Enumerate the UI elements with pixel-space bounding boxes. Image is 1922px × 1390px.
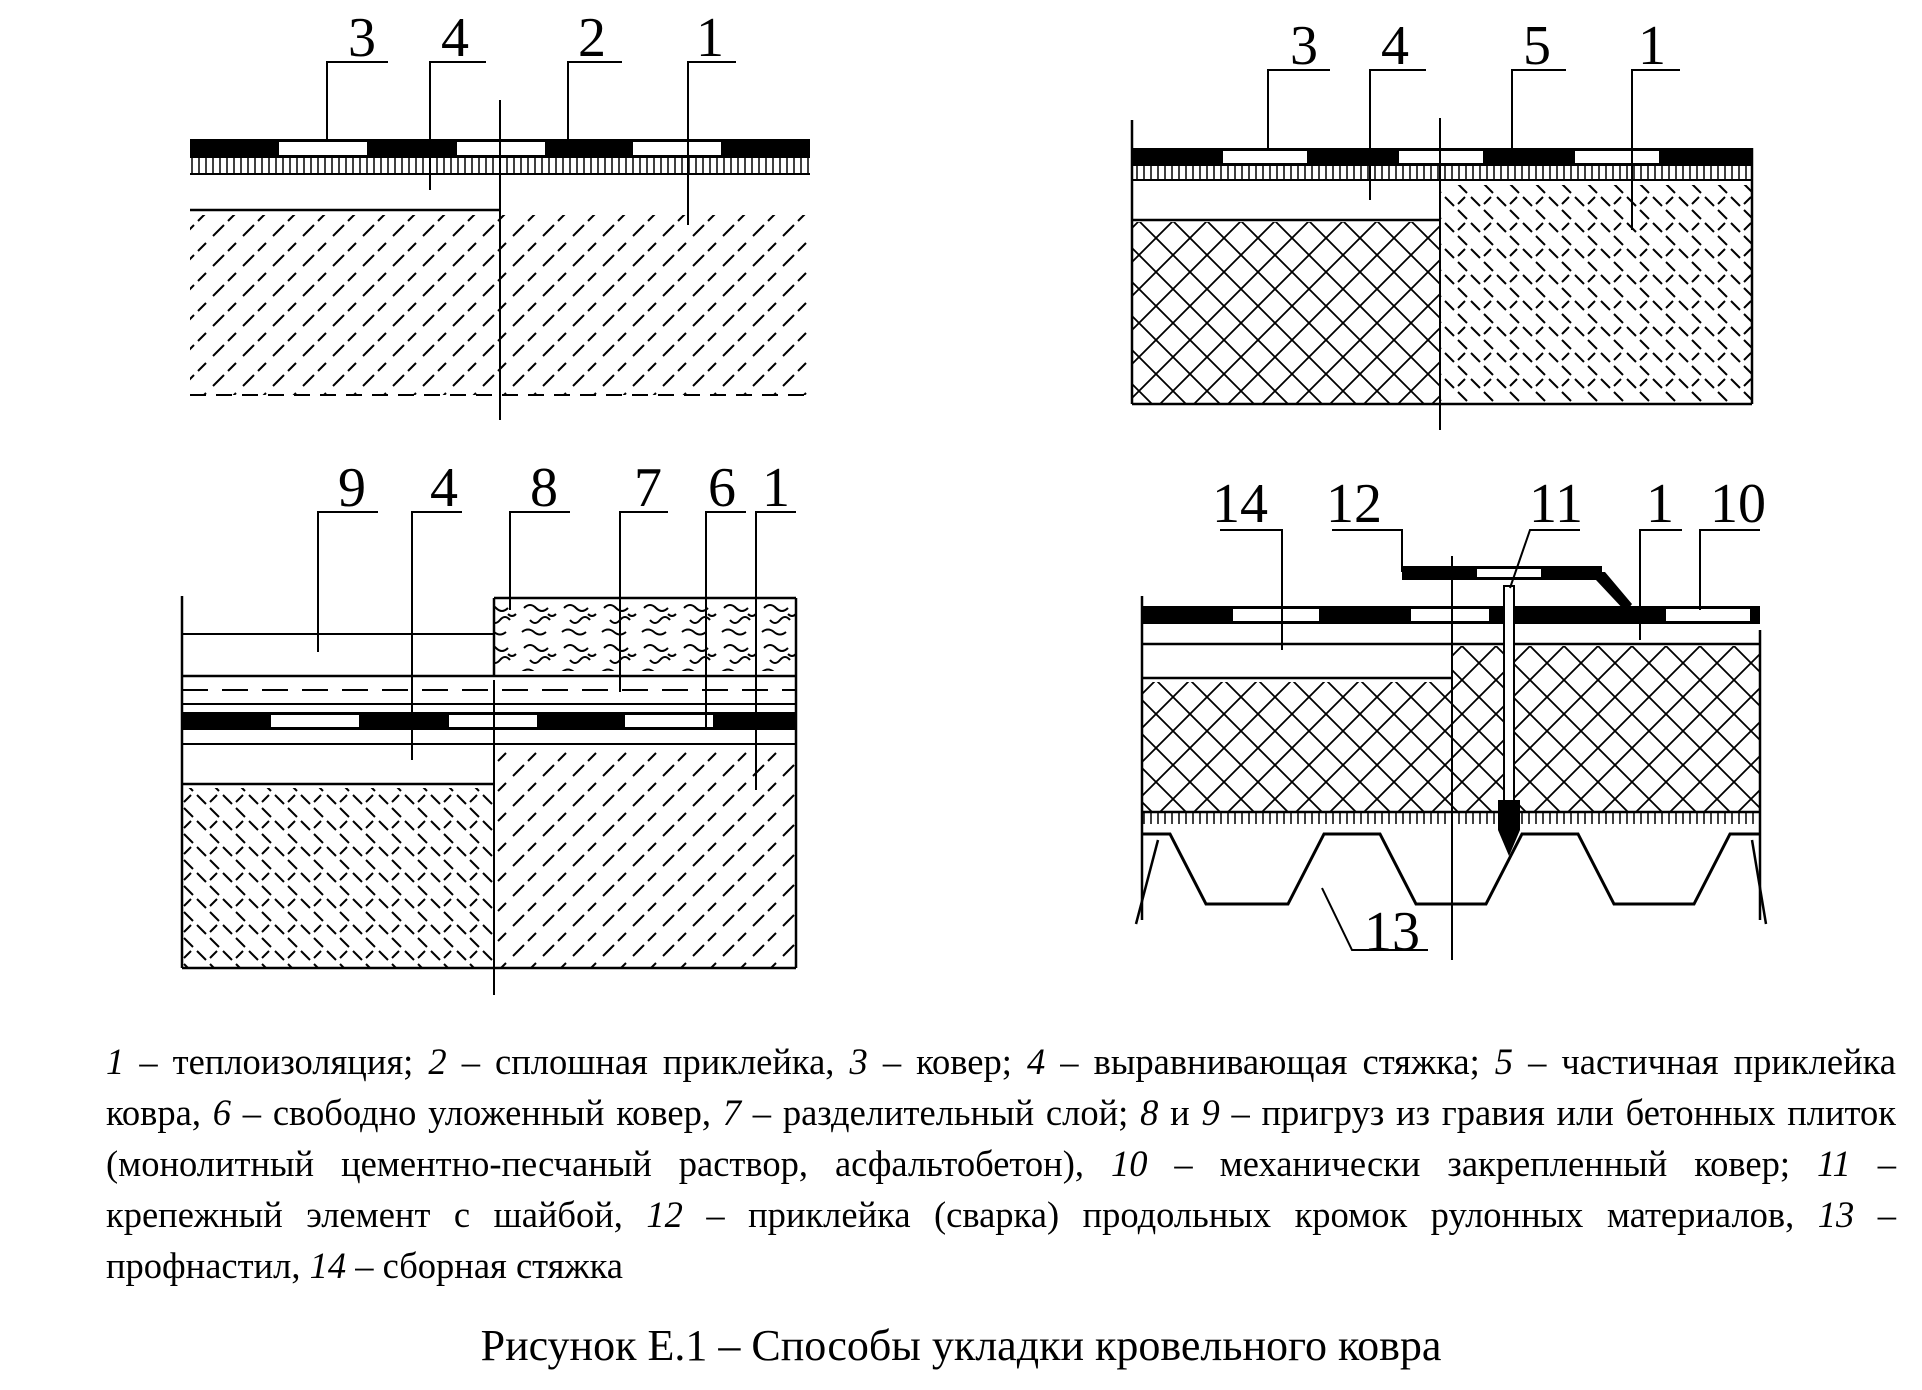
label-c-8: 8 (530, 457, 558, 519)
label-a-3: 3 (348, 7, 376, 69)
legend-text-5: – частичная приклейка ковра, (106, 1041, 1896, 1133)
legend-text-11: – крепежный элемент с шайбой, (106, 1143, 1897, 1235)
label-c-6: 6 (708, 457, 736, 519)
label-d-13: 13 (1364, 901, 1420, 963)
label-d-12: 12 (1326, 473, 1382, 535)
legend-text-8: и (1158, 1092, 1202, 1133)
label-c-4: 4 (430, 457, 458, 519)
label-d-1: 1 (1646, 473, 1674, 535)
legend-num-11: 11 (1816, 1143, 1851, 1184)
label-c-1: 1 (762, 457, 790, 519)
legend-num-9: 9 (1201, 1092, 1220, 1133)
label-b-3: 3 (1290, 15, 1318, 77)
legend-num-8: 8 (1140, 1092, 1159, 1133)
label-d-11: 11 (1529, 473, 1583, 535)
panel-b: 3 4 5 1 (1130, 15, 1754, 430)
legend-text-7: – разделительный слой; (740, 1092, 1141, 1133)
figure-legend: 1 – теплоизоляция; 2 – сплошная приклейк… (106, 1036, 1896, 1291)
label-d-14: 14 (1212, 473, 1268, 535)
panel-c: 9 4 8 7 6 1 (180, 457, 798, 995)
label-c-7: 7 (634, 457, 662, 519)
panel-d: 14 12 11 1 10 13 (1134, 473, 1768, 963)
legend-text-13: – профнастил, (106, 1194, 1897, 1286)
legend-text-9: – пригруз из гравия или бетонных плиток … (106, 1092, 1896, 1184)
label-c-9: 9 (338, 457, 366, 519)
legend-text-3: – ковер; (867, 1041, 1027, 1082)
label-a-1: 1 (696, 7, 724, 69)
legend-num-6: 6 (212, 1092, 231, 1133)
legend-num-2: 2 (428, 1041, 447, 1082)
label-b-4: 4 (1381, 15, 1409, 77)
legend-text-2: – сплошная приклейка, (446, 1041, 850, 1082)
panel-a: 3 4 2 1 (190, 7, 810, 420)
roof-layers-figure: 3 4 2 1 3 4 5 1 (180, 7, 1768, 995)
legend-text-4: – выравнивающая стяжка; (1045, 1041, 1495, 1082)
legend-num-4: 4 (1026, 1041, 1046, 1082)
legend-num-10: 10 (1110, 1143, 1148, 1184)
legend-num-5: 5 (1494, 1041, 1514, 1082)
legend-text-1: – теплоизоляция; (124, 1041, 429, 1082)
legend-num-13: 13 (1817, 1194, 1855, 1235)
legend-num-3: 3 (849, 1041, 868, 1082)
legend-text-6: – свободно уложенный ковер, (230, 1092, 723, 1133)
legend-text-12: – приклейка (сварка) продольных кромок р… (682, 1194, 1818, 1235)
legend-num-14: 14 (309, 1245, 347, 1286)
label-b-1: 1 (1638, 15, 1666, 77)
legend-num-7: 7 (722, 1092, 741, 1133)
legend-text-10: – механически закрепленный ковер; (1147, 1143, 1817, 1184)
legend-num-1: 1 (106, 1041, 125, 1082)
label-a-4: 4 (441, 7, 469, 69)
legend-num-12: 12 (646, 1194, 683, 1235)
label-d-10: 10 (1710, 473, 1766, 535)
figure-caption: Рисунок Е.1 – Способы укладки кровельног… (480, 1321, 1442, 1370)
label-b-5: 5 (1523, 15, 1551, 77)
legend-text-14: – сборная стяжка (346, 1245, 624, 1286)
label-a-2: 2 (578, 7, 606, 69)
